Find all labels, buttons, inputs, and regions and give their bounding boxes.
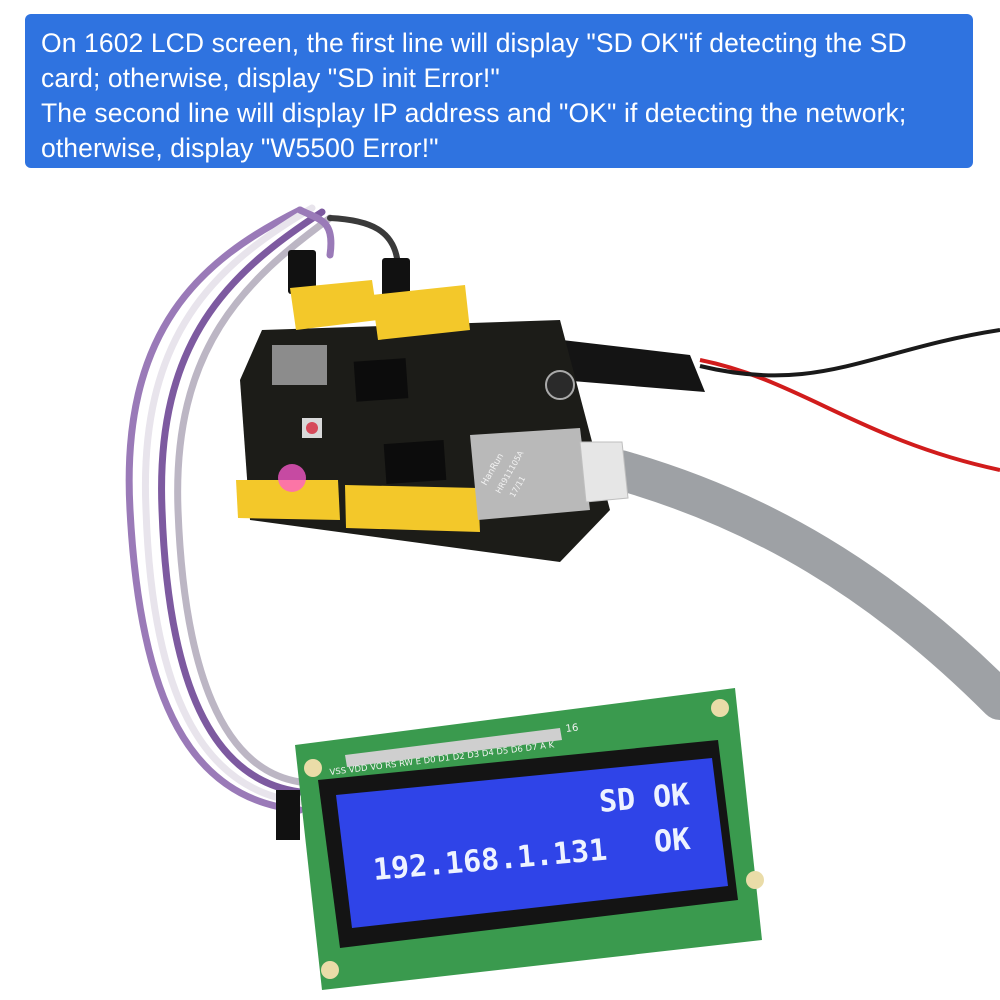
lcd-screen <box>336 758 728 928</box>
dupont-connector <box>382 258 410 300</box>
lcd-line-1: SD OK <box>598 777 691 820</box>
rj45-jack <box>470 428 590 520</box>
i2c-connector <box>276 790 300 840</box>
reset-button <box>306 422 318 434</box>
power-cable <box>545 328 1000 472</box>
capacitor <box>545 370 575 400</box>
dupont-wires <box>125 204 401 814</box>
controller-board: HanRun HR911105A 17/11 <box>236 280 629 562</box>
lcd-pin-number: 16 <box>565 723 579 735</box>
hardware-photo: HanRun HR911105A 17/11 VSS VDD VO RS RW … <box>125 204 1000 990</box>
header-yellow <box>236 480 340 520</box>
ethernet-cable <box>600 450 1000 720</box>
banner-line-3: The second line will display IP address … <box>41 98 907 128</box>
banner-line-4: otherwise, display "W5500 Error!" <box>41 133 439 163</box>
instruction-banner: On 1602 LCD screen, the first line will … <box>25 14 973 168</box>
mcu-chip <box>353 358 409 402</box>
lcd-line-2-status: OK <box>653 822 692 860</box>
banner-line-2: card; otherwise, display "SD init Error!… <box>41 63 500 93</box>
header-yellow <box>345 485 480 532</box>
dupont-connector <box>288 250 316 294</box>
header-yellow <box>372 285 470 340</box>
power-led <box>278 464 306 492</box>
header-yellow <box>290 280 378 330</box>
banner-line-1: On 1602 LCD screen, the first line will … <box>41 28 907 58</box>
lcd1602-module: VSS VDD VO RS RW E D0 D1 D2 D3 D4 D5 D6 … <box>276 688 764 990</box>
w5500-chip <box>383 439 447 485</box>
sd-card-slot <box>272 345 327 385</box>
